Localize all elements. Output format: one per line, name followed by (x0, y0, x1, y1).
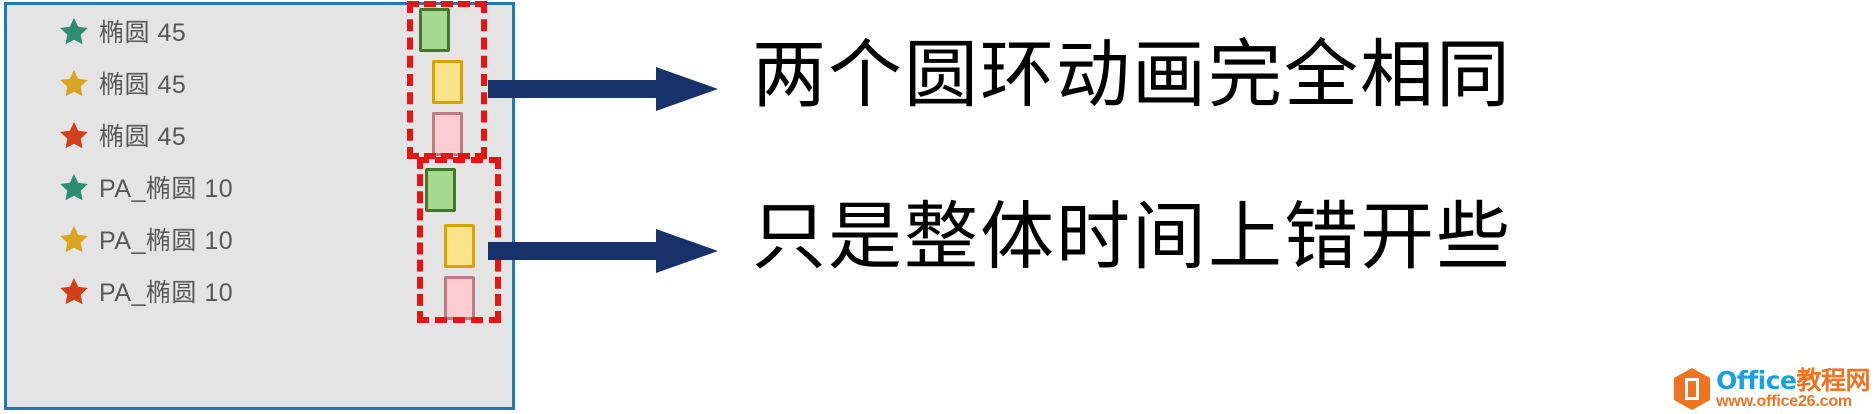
animation-row-label: PA_椭圆 10 (99, 227, 234, 255)
animation-row-label: 椭圆 45 (99, 19, 187, 47)
annotation-bottom-text: 只是整体时间上错开些 (752, 194, 1512, 280)
animation-pane[interactable]: 椭圆 45 椭圆 45 椭圆 45 PA_椭圆 10 PA_椭圆 10 PA_椭… (4, 1, 515, 410)
animation-row[interactable]: PA_椭圆 10 (7, 265, 512, 317)
animation-row-label: PA_椭圆 10 (99, 175, 234, 203)
watermark-text: Office教程网 www.office26.com (1716, 368, 1870, 410)
animation-row[interactable]: 椭圆 45 (7, 57, 512, 109)
star-icon-gold (60, 225, 88, 253)
animation-row-label: 椭圆 45 (99, 71, 187, 99)
annotation-arrow-top (488, 67, 718, 111)
watermark-url: www.office26.com (1716, 392, 1852, 410)
annotation-arrow-bottom (488, 229, 718, 273)
watermark: Office教程网 www.office26.com (1673, 368, 1870, 410)
highlight-box-group-1 (407, 1, 487, 159)
timeline-bar-yellow[interactable] (444, 224, 475, 268)
timeline-bar-yellow[interactable] (432, 60, 463, 104)
star-icon-gold (60, 69, 88, 97)
animation-row[interactable]: PA_椭圆 10 (7, 213, 512, 265)
animation-row[interactable]: 椭圆 45 (7, 5, 512, 57)
timeline-bar-green[interactable] (419, 8, 450, 52)
watermark-brand: Office教程网 (1716, 368, 1870, 394)
animation-row-label: 椭圆 45 (99, 123, 187, 151)
animation-row-label: PA_椭圆 10 (99, 279, 234, 307)
watermark-brand-cn: 教程网 (1796, 366, 1870, 396)
office-logo-icon (1674, 368, 1711, 410)
star-icon-red (60, 121, 88, 149)
star-icon-green (60, 173, 88, 201)
animation-row[interactable]: PA_椭圆 10 (7, 161, 512, 213)
timeline-bar-green[interactable] (425, 168, 456, 212)
highlight-box-group-2 (417, 157, 501, 323)
animation-row[interactable]: 椭圆 45 (7, 109, 512, 161)
star-icon-green (60, 17, 88, 45)
star-icon-red (60, 277, 88, 305)
watermark-brand-en: Office (1716, 366, 1797, 396)
annotation-top-text: 两个圆环动画完全相同 (752, 32, 1512, 118)
